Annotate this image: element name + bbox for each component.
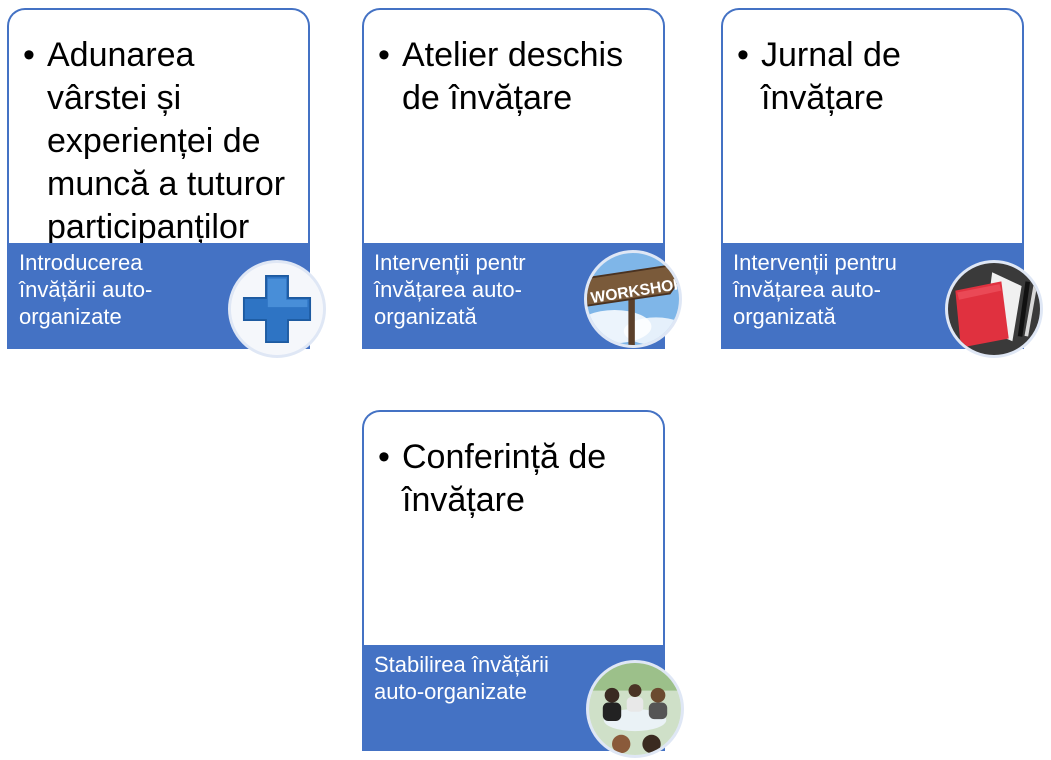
- card-top: •Jurnal de învățare: [721, 8, 1024, 243]
- bullet-item: •Atelier deschis de învățare: [378, 34, 658, 120]
- bullet-text: Atelier deschis de învățare: [402, 36, 624, 117]
- bullet-text: Jurnal de învățare: [761, 36, 901, 117]
- bullet-item: •Jurnal de învățare: [737, 34, 1017, 120]
- workshop-sign-image: WORKSHOP: [584, 250, 682, 348]
- card-top: •Adunarea vârstei și experienței de munc…: [7, 8, 310, 246]
- bullet-text: Adunarea vârstei și experienței de muncă…: [47, 36, 286, 246]
- bullet-text: Conferință de învățare: [402, 438, 607, 519]
- card-top: •Atelier deschis de învățare: [362, 8, 665, 243]
- card-label: Intervenții pentr învățarea auto-organiz…: [374, 250, 526, 329]
- bullet-item: •Adunarea vârstei și experienței de munc…: [23, 34, 303, 249]
- card-label: Intervenții pentru învățarea auto-organi…: [733, 250, 897, 329]
- notebook-pens-image: [945, 260, 1043, 358]
- bullet-item: •Conferință de învățare: [378, 436, 658, 522]
- medical-plus-icon: [228, 260, 326, 358]
- card-label: Introducerea învățării auto-organizate: [19, 250, 153, 329]
- card-label: Stabilirea învățării auto-organizate: [374, 652, 549, 704]
- group-meeting-image: [586, 660, 684, 758]
- card-top: •Conferință de învățare: [362, 410, 665, 645]
